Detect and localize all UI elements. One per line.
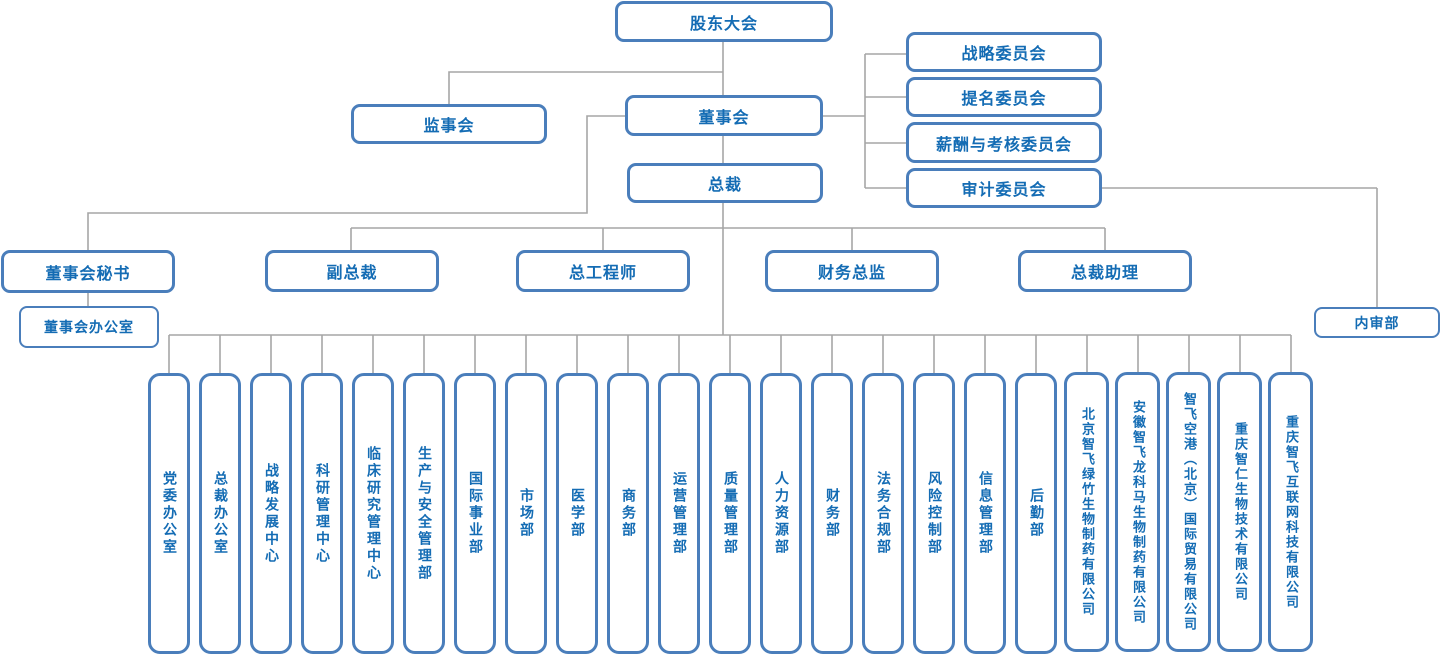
unit-box-department-14: 财务部 bbox=[811, 373, 853, 654]
unit-label: 重庆智仁生物技术有限公司 bbox=[1232, 422, 1247, 602]
unit-label: 科研管理中心 bbox=[314, 462, 330, 565]
unit-label: 法务合规部 bbox=[875, 471, 891, 556]
unit-box-department-6: 生产与安全管理部 bbox=[403, 373, 445, 654]
unit-label: 智飞空港（北京）国际贸易有限公司 bbox=[1181, 392, 1196, 632]
unit-box-department-9: 医学部 bbox=[556, 373, 598, 654]
node-finance-director: 财务总监 bbox=[765, 250, 939, 292]
unit-box-department-1: 党委办公室 bbox=[148, 373, 190, 654]
unit-label: 人力资源部 bbox=[773, 471, 789, 556]
unit-label: 临床研究管理中心 bbox=[365, 445, 381, 582]
unit-label: 安徽智飞龙科马生物制药有限公司 bbox=[1130, 399, 1145, 625]
unit-label: 质量管理部 bbox=[722, 471, 738, 556]
unit-box-subsidiary-20: 安徽智飞龙科马生物制药有限公司 bbox=[1115, 372, 1160, 652]
node-supervisory-board: 监事会 bbox=[351, 104, 547, 144]
unit-label: 后勤部 bbox=[1028, 488, 1044, 539]
unit-box-department-11: 运营管理部 bbox=[658, 373, 700, 654]
unit-box-department-3: 战略发展中心 bbox=[250, 373, 292, 654]
unit-label: 总裁办公室 bbox=[212, 471, 228, 556]
unit-box-department-4: 科研管理中心 bbox=[301, 373, 343, 654]
unit-label: 医学部 bbox=[569, 488, 585, 539]
unit-box-department-5: 临床研究管理中心 bbox=[352, 373, 394, 654]
static-connectors bbox=[87, 42, 1378, 335]
node-audit-committee: 审计委员会 bbox=[906, 168, 1102, 208]
node-board-office: 董事会办公室 bbox=[19, 306, 159, 348]
unit-box-department-2: 总裁办公室 bbox=[199, 373, 241, 654]
unit-label: 国际事业部 bbox=[467, 471, 483, 556]
unit-label: 党委办公室 bbox=[161, 471, 177, 556]
unit-box-department-15: 法务合规部 bbox=[862, 373, 904, 654]
unit-label: 商务部 bbox=[620, 488, 636, 539]
unit-box-subsidiary-22: 重庆智仁生物技术有限公司 bbox=[1217, 372, 1262, 652]
unit-label: 战略发展中心 bbox=[263, 462, 279, 565]
node-shareholders-meeting: 股东大会 bbox=[615, 1, 833, 42]
unit-box-department-13: 人力资源部 bbox=[760, 373, 802, 654]
node-president-assistant: 总裁助理 bbox=[1018, 250, 1192, 292]
node-remuneration-assessment-committee: 薪酬与考核委员会 bbox=[906, 122, 1102, 163]
unit-box-department-8: 市场部 bbox=[505, 373, 547, 654]
unit-label: 重庆智飞互联网科技有限公司 bbox=[1283, 414, 1298, 610]
unit-box-department-7: 国际事业部 bbox=[454, 373, 496, 654]
unit-label: 运营管理部 bbox=[671, 471, 687, 556]
node-vice-president: 副总裁 bbox=[265, 250, 439, 292]
node-board-of-directors: 董事会 bbox=[625, 95, 823, 136]
unit-box-department-12: 质量管理部 bbox=[709, 373, 751, 654]
unit-box-department-18: 后勤部 bbox=[1015, 373, 1057, 654]
unit-box-department-10: 商务部 bbox=[607, 373, 649, 654]
unit-label: 生产与安全管理部 bbox=[416, 445, 432, 582]
unit-box-subsidiary-23: 重庆智飞互联网科技有限公司 bbox=[1268, 372, 1313, 652]
unit-label: 北京智飞绿竹生物制药有限公司 bbox=[1079, 407, 1094, 617]
node-president: 总裁 bbox=[627, 163, 823, 203]
node-strategy-committee: 战略委员会 bbox=[906, 32, 1102, 72]
node-nomination-committee: 提名委员会 bbox=[906, 77, 1102, 117]
node-board-secretary: 董事会秘书 bbox=[1, 250, 175, 293]
unit-box-subsidiary-19: 北京智飞绿竹生物制药有限公司 bbox=[1064, 372, 1109, 652]
unit-box-department-17: 信息管理部 bbox=[964, 373, 1006, 654]
unit-box-department-16: 风险控制部 bbox=[913, 373, 955, 654]
unit-box-subsidiary-21: 智飞空港（北京）国际贸易有限公司 bbox=[1166, 372, 1211, 652]
node-internal-audit-dept: 内审部 bbox=[1314, 307, 1440, 338]
unit-label: 信息管理部 bbox=[977, 471, 993, 556]
unit-label: 财务部 bbox=[824, 488, 840, 539]
unit-label: 风险控制部 bbox=[926, 471, 942, 556]
unit-label: 市场部 bbox=[518, 488, 534, 539]
bottom-bus-connectors bbox=[168, 334, 1292, 373]
node-chief-engineer: 总工程师 bbox=[516, 250, 690, 292]
